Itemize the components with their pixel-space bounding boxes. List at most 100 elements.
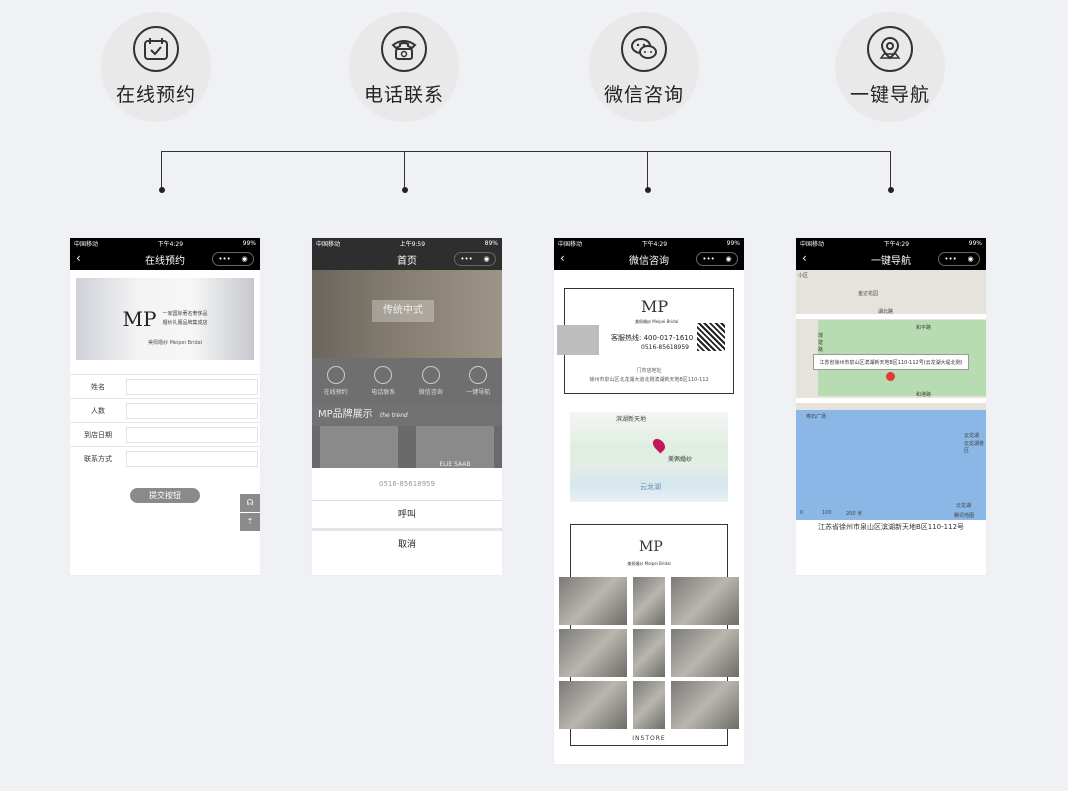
map-title: 滨湖新天地 — [616, 416, 647, 423]
map-place: 美佩婚纱 — [668, 456, 693, 463]
status-battery: 99% — [242, 239, 256, 247]
more-icon[interactable]: ••• — [702, 255, 715, 263]
store-photo[interactable] — [633, 629, 665, 677]
feature-online-booking: 在线预约 — [101, 12, 211, 122]
nav-bar: ‹ 微信咨询 ••• ◉ — [554, 248, 744, 270]
status-time: 下午4:29 — [641, 240, 668, 248]
scale-label: 0 — [800, 510, 804, 516]
scale-label: 100 — [822, 510, 832, 516]
store-photo[interactable] — [671, 629, 739, 677]
status-bar: 中国移动 下午4:29 99% — [554, 238, 744, 248]
store-photo[interactable] — [559, 629, 627, 677]
store-photo[interactable] — [559, 681, 627, 729]
instore-label: INSTORE — [632, 735, 666, 742]
date-input[interactable] — [126, 426, 258, 443]
store-photo[interactable] — [633, 681, 665, 729]
location-pin-icon — [469, 366, 488, 384]
call-button[interactable]: 呼叫 — [312, 500, 502, 528]
feature-phone-contact: 电话联系 — [349, 12, 459, 122]
address-label: 门市店地址 — [636, 368, 662, 374]
brand-logo: MP — [122, 307, 157, 331]
store-photo[interactable] — [671, 577, 739, 625]
close-icon[interactable]: ◉ — [967, 255, 974, 263]
status-carrier: 中国移动 — [316, 240, 341, 248]
connector-vertical — [647, 151, 648, 189]
capsule-menu[interactable]: ••• ◉ — [454, 252, 496, 266]
booking-form: 姓名 人数 到店日期 联系方式 — [70, 374, 260, 470]
hero-text: 传统中式 — [372, 300, 434, 322]
quick-action-wechat[interactable]: 微信咨询 — [419, 366, 443, 396]
map-label: 湖北路 — [878, 309, 894, 315]
feature-label: 一键导航 — [849, 84, 930, 106]
telephone-icon — [381, 26, 427, 72]
close-icon[interactable]: ◉ — [725, 255, 732, 263]
submit-button[interactable]: 提交按钮 — [130, 488, 200, 503]
hotline-number: 400-017-1610 — [643, 334, 694, 342]
form-label: 人数 — [91, 406, 105, 415]
status-battery: 99% — [726, 239, 740, 247]
map-label: 云龙湖 — [956, 503, 972, 509]
people-input[interactable] — [126, 402, 258, 419]
brand-image[interactable] — [320, 426, 398, 468]
side-buttons: ☊ ⇡ — [240, 494, 260, 532]
quick-action-phone[interactable]: 电话联系 — [371, 366, 395, 396]
feature-label: 在线预约 — [115, 84, 196, 106]
cancel-button[interactable]: 取消 — [397, 540, 416, 550]
banner-text: 一家国际著名奢侈品 婚纱礼服品牌集成店 — [162, 310, 207, 328]
back-to-top-icon[interactable]: ⇡ — [240, 513, 260, 531]
close-icon[interactable]: ◉ — [241, 255, 248, 263]
status-bar: 中国移动 下午4:29 99% — [796, 238, 986, 248]
card-brand: 美佩婚纱 Meipei Bridal — [635, 319, 679, 324]
headset-icon[interactable]: ☊ — [240, 494, 260, 512]
qr-code[interactable] — [697, 323, 725, 351]
status-battery: 89% — [484, 239, 498, 247]
connector-vertical — [161, 151, 162, 189]
nav-bar: ‹ 在线预约 •••◉ — [70, 248, 260, 270]
map-pin-icon — [650, 436, 668, 454]
map-view[interactable]: 金达花园 湖北路 煤建路 和平路 和港路 寿石广场 云龙湖 云龙湖景区 云龙湖 … — [796, 270, 986, 520]
brand-section-title: MP品牌展示 the trend — [312, 404, 502, 426]
status-carrier: 中国移动 — [74, 240, 99, 248]
scale-label: 200 米 — [846, 511, 863, 517]
banner-line: 一家国际著名奢侈品 — [162, 311, 208, 317]
back-icon[interactable]: ‹ — [802, 251, 807, 265]
quick-action-navigation[interactable]: 一键导航 — [466, 366, 490, 396]
more-icon[interactable]: ••• — [944, 255, 957, 263]
more-icon[interactable]: ••• — [218, 255, 231, 263]
contact-input[interactable] — [126, 450, 258, 467]
map-label: 金达花园 — [858, 291, 879, 297]
hotline-label-text: 客服热线: — [611, 334, 642, 342]
capsule-menu[interactable]: ••• ◉ — [938, 252, 980, 266]
feature-navigation: 一键导航 — [835, 12, 945, 122]
brand-image[interactable]: ELIE SAAB — [416, 426, 494, 468]
page-title: 首页 — [397, 255, 417, 267]
map-label: 煤建路 — [818, 333, 824, 353]
store-address: 江苏省徐州市泉山区滨湖新天地B区110-112号 — [817, 523, 965, 531]
hand-drawn-map: 滨湖新天地 美佩婚纱 云龙湖 — [570, 412, 728, 502]
form-label: 到店日期 — [84, 430, 112, 439]
connector-dot — [401, 187, 408, 193]
hotline-label: 客服热线: 400-017-1610 — [611, 333, 693, 343]
form-row-date: 到店日期 — [70, 422, 260, 446]
feature-wechat-consult: 微信咨询 — [589, 12, 699, 122]
back-icon[interactable]: ‹ — [76, 251, 81, 265]
store-photo[interactable] — [559, 577, 627, 625]
capsule-menu[interactable]: ••• ◉ — [696, 252, 738, 266]
form-row-name: 姓名 — [70, 374, 260, 398]
page-title: 微信咨询 — [629, 255, 669, 267]
brand-title: MP品牌展示 — [318, 409, 373, 420]
capsule-menu[interactable]: ••• ◉ — [212, 252, 254, 266]
wechat-icon — [621, 26, 667, 72]
name-input[interactable] — [126, 378, 258, 395]
quick-action-booking[interactable]: 在线预约 — [324, 366, 348, 396]
map-pin-icon[interactable] — [886, 372, 895, 381]
status-time: 下午4:29 — [157, 240, 184, 248]
more-icon[interactable]: ••• — [460, 255, 473, 263]
back-icon[interactable]: ‹ — [560, 251, 565, 265]
close-icon[interactable]: ◉ — [483, 255, 490, 263]
status-carrier: 中国移动 — [558, 240, 583, 248]
store-photo[interactable] — [633, 577, 665, 625]
status-bar: 中国移动 上午9:59 89% — [312, 238, 502, 248]
store-photo[interactable] — [671, 681, 739, 729]
phone-call-screen: 中国移动 上午9:59 89% 首页 ••• ◉ 传统中式 在线预约 电话联系 微… — [312, 238, 502, 575]
